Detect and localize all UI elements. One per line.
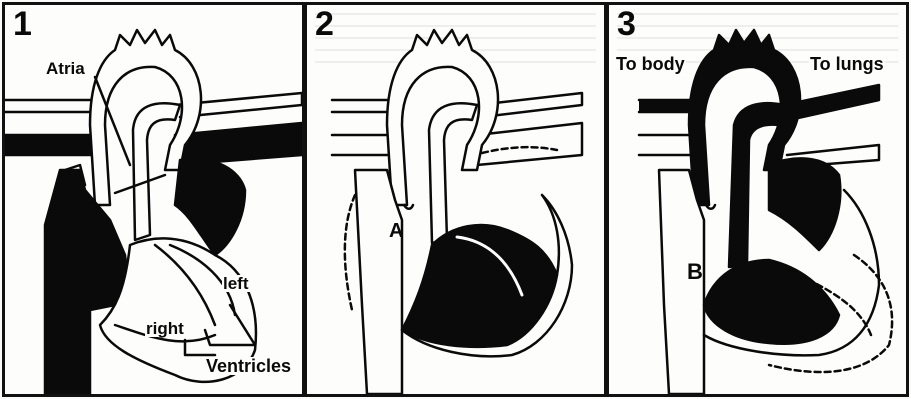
- panel-2: 2 A: [304, 2, 607, 397]
- heart-drawing-2: [307, 5, 604, 394]
- atria-label: Atria: [45, 60, 86, 77]
- to-lungs-label: To lungs: [809, 55, 885, 73]
- panel-1: 1 Atria right left Ventricles: [2, 2, 305, 397]
- panel-number: 1: [13, 7, 32, 41]
- panel-number: 3: [617, 7, 636, 41]
- panel-number: 2: [315, 7, 334, 41]
- panel-3: 3 To body To lungs B: [606, 2, 909, 397]
- left-ventricle-label: left: [222, 275, 250, 292]
- label-b: B: [687, 261, 703, 283]
- label-a: A: [389, 221, 403, 241]
- right-ventricle-label: right: [145, 320, 185, 337]
- ventricles-label: Ventricles: [205, 357, 292, 375]
- to-body-label: To body: [615, 55, 686, 73]
